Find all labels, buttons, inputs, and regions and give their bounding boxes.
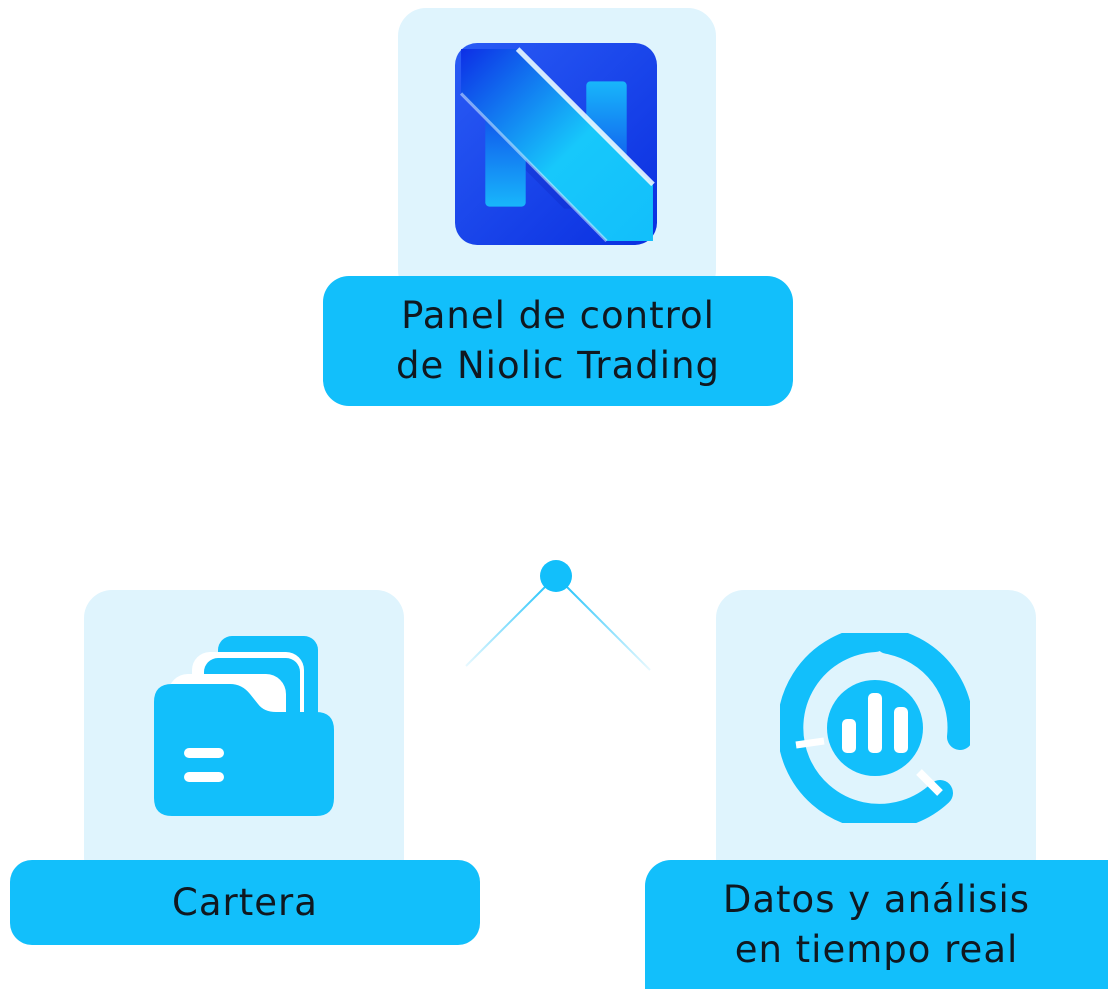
left-node-label-line-1: Cartera: [172, 880, 318, 924]
folder-icon: [154, 636, 334, 816]
right-node-label-line-1: Datos y análisis: [722, 877, 1031, 921]
connector-hub-dot: [540, 560, 572, 592]
connector-line-right: [555, 575, 651, 671]
niolic-logo-icon: [455, 43, 657, 245]
connector-diagram: [465, 452, 651, 671]
analytics-chart-icon: [780, 633, 970, 823]
left-node-label: Cartera: [10, 860, 480, 945]
top-node-label-line-2: de Niolic Trading: [395, 344, 721, 387]
connector-line-left: [465, 575, 557, 667]
top-node-label: Panel de control de Niolic Trading: [323, 276, 793, 406]
right-node-label-line-2: en tiempo real: [734, 927, 1019, 971]
right-node-label: Datos y análisis en tiempo real: [645, 860, 1108, 989]
top-node-label-line-1: Panel de control: [401, 294, 715, 337]
